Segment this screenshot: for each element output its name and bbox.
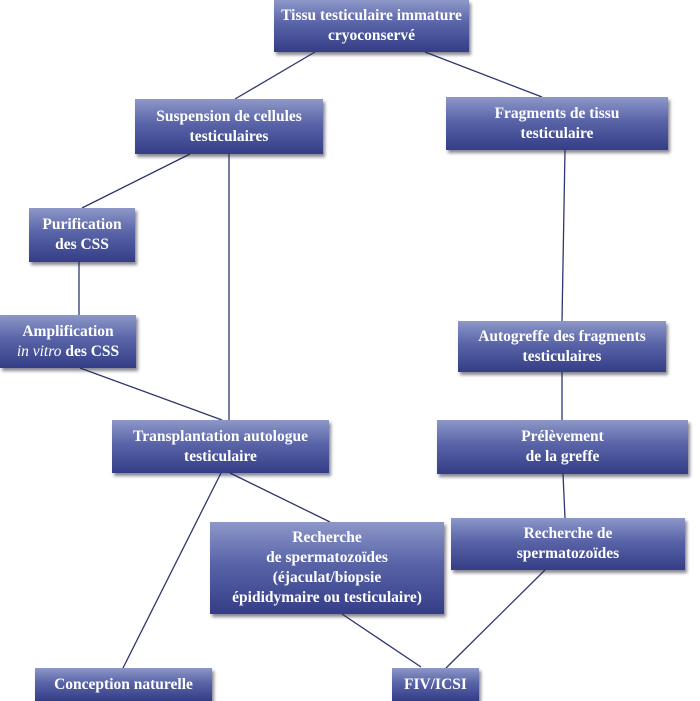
node-label: Conception naturelle [54, 675, 193, 693]
edge-root-suspension [234, 51, 316, 100]
node-label: Prélèvement [521, 428, 604, 445]
node-conception-naturelle: Conception naturelle [35, 668, 212, 701]
node-amplification: Amplification in vitro des CSS [0, 315, 136, 368]
node-label: des CSS [61, 342, 120, 360]
italic-label: in vitro [16, 342, 62, 360]
node-label: testiculaire [184, 447, 257, 465]
node-label: Recherche de [523, 525, 613, 542]
node-label: FIV/ICSI [404, 675, 467, 693]
node-label: Amplification [22, 322, 114, 340]
node-label: spermatozoïdes [516, 545, 620, 562]
node-label: (éjaculat/biopsie [272, 569, 382, 586]
node-label: testiculaires [189, 127, 269, 145]
node-fragments-tissu: Fragments de tissu testiculaire [446, 97, 668, 150]
node-label: cryoconservé [328, 27, 415, 44]
edge-recherche-right-fiv [445, 569, 546, 669]
node-label: testiculaire [520, 124, 594, 142]
edge-recherche-fiv [341, 613, 422, 668]
node-label: de la greffe [525, 448, 600, 465]
edge-suspension-purification [81, 153, 191, 209]
node-recherche-spermatozoides: Recherche de spermatozoïdes [451, 518, 685, 570]
node-label: Recherche [292, 529, 362, 546]
edge-transplantation-recherche [229, 472, 331, 523]
node-recherche-spermatozoides-biopsie: Recherche de spermatozoïdes (éjaculat/bi… [210, 522, 444, 614]
node-label: Suspension de cellules [156, 107, 302, 125]
node-transplantation: Transplantation autologue testiculaire [112, 420, 329, 473]
node-label: Fragments de tissu [494, 104, 620, 122]
node-prelevement: Prélèvement de la greffe [437, 420, 688, 474]
node-purification: Purification des CSS [29, 208, 135, 262]
edge-transplantation-conception [122, 472, 222, 669]
node-label: Autogreffe des fragments [478, 327, 646, 345]
node-label: épididymaire ou testiculaire) [232, 589, 422, 606]
node-label-line2: in vitro des CSS [17, 342, 119, 362]
node-tissu-immature: Tissu testiculaire immature cryoconservé [274, 0, 469, 52]
node-suspension-cellules: Suspension de cellules testiculaires [135, 99, 323, 154]
edge-root-fragments [424, 51, 543, 98]
node-autogreffe: Autogreffe des fragments testiculaires [458, 321, 666, 372]
node-label: des CSS [55, 236, 109, 253]
node-fiv-icsi: FIV/ICSI [392, 668, 479, 701]
node-label: Tissu testiculaire immature [281, 7, 462, 24]
node-label: testiculaires [522, 347, 602, 365]
node-label: de spermatozoïdes [266, 549, 388, 566]
edge-amplification-transplantation [79, 367, 223, 421]
edge-prelevement-recherche [562, 473, 566, 519]
edge-fragments-autogreffe [561, 149, 566, 322]
node-label: Transplantation autologue [133, 427, 308, 445]
node-label: Purification [42, 216, 122, 233]
